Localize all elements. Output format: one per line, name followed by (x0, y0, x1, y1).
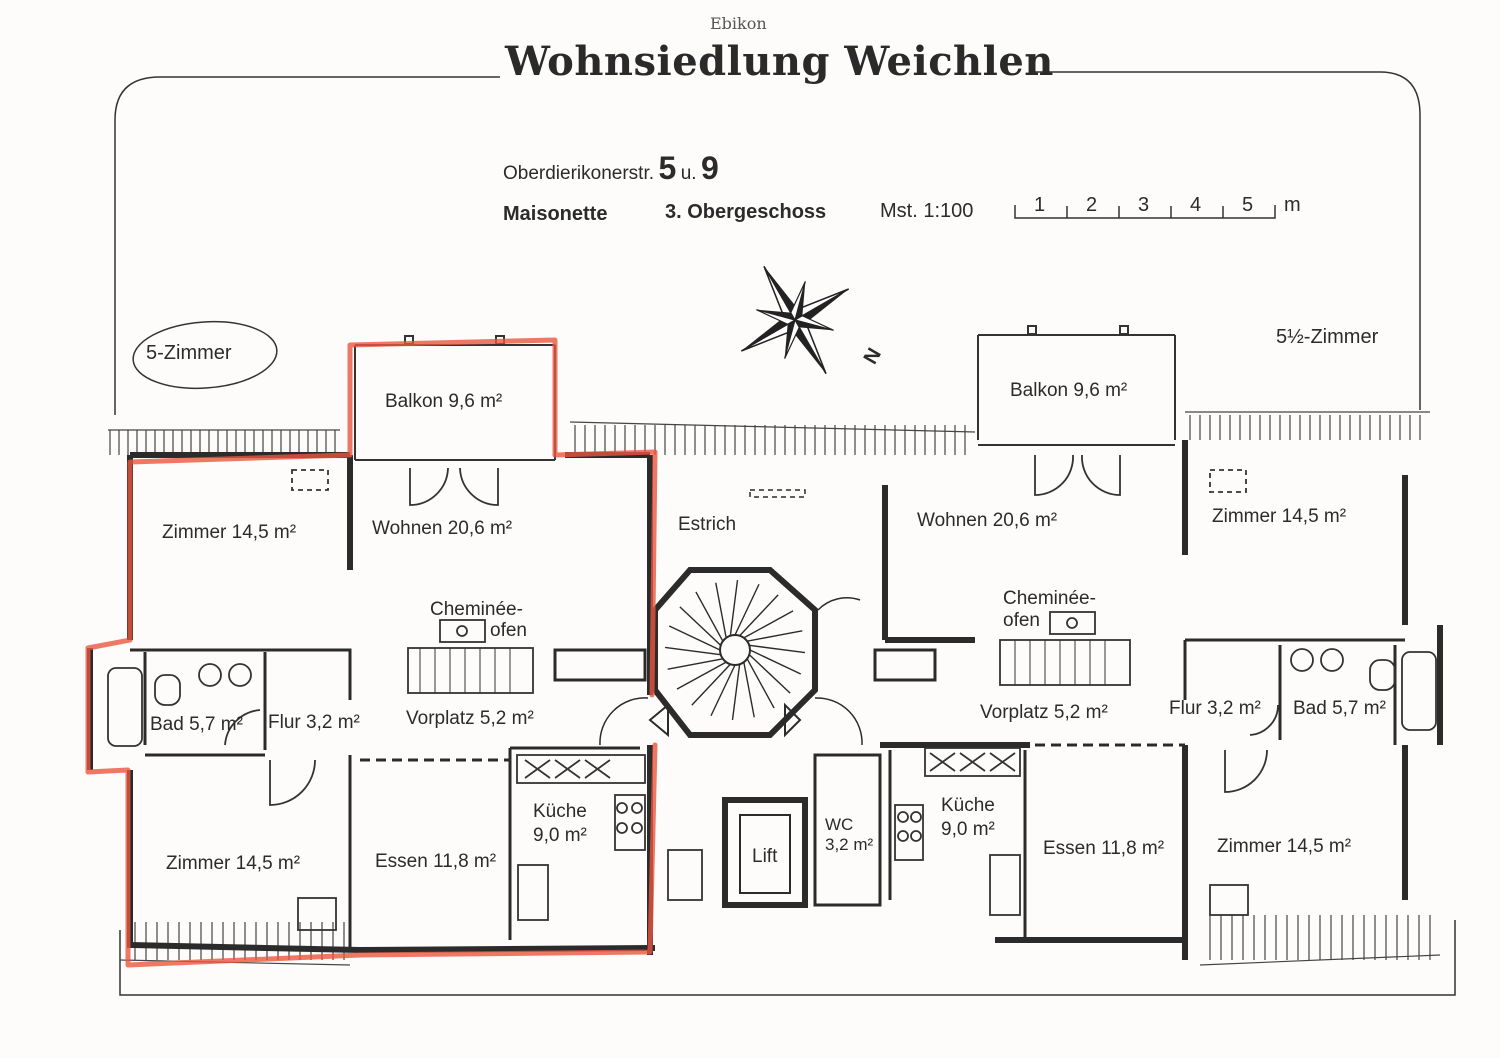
center-core (599, 489, 882, 908)
apartment-label-ellipse (132, 320, 278, 390)
stair-tread (664, 646, 721, 656)
stair-tread (746, 658, 775, 709)
scale-tick-3: 3 (1138, 194, 1150, 216)
room-vorplatz-left: Vorplatz 5,2 m² (406, 708, 534, 729)
room-lift: Lift (752, 846, 778, 867)
stair-tread (743, 662, 755, 718)
stair-tread (743, 610, 794, 639)
room-essen-right: Essen 11,8 m² (1043, 838, 1165, 859)
room-flur-left: Flur 3,2 m² (268, 712, 360, 733)
label-cheminee-left-1: Cheminée- (430, 599, 523, 620)
apartment-label-left: 5-Zimmer (146, 342, 232, 364)
floor-name: 3. Obergeschoss (665, 201, 827, 223)
stair-tread (739, 594, 779, 637)
room-zimmer-top-left: Zimmer 14,5 m² (162, 522, 297, 543)
room-kueche-right-1: Küche (941, 795, 995, 816)
room-bad-left: Bad 5,7 m² (150, 714, 243, 735)
room-flur-right: Flur 3,2 m² (1169, 698, 1261, 719)
top-cut-text: Ebikon (710, 14, 767, 33)
room-essen-left: Essen 11,8 m² (375, 851, 497, 872)
street-name: Oberdierikonerstr. (503, 163, 655, 184)
stair-tread (668, 625, 721, 651)
compass-rose (740, 265, 850, 375)
label-cheminee-right-1: Cheminée- (1003, 588, 1096, 609)
stair-tread (710, 664, 736, 717)
room-wohnen-right: Wohnen 20,6 m² (917, 510, 1058, 531)
room-zimmer-top-right: Zimmer 14,5 m² (1212, 506, 1347, 527)
room-zimmer-bottom-right: Zimmer 14,5 m² (1217, 836, 1352, 857)
apartment-label-right: 5½-Zimmer (1276, 326, 1379, 348)
unit-type: Maisonette (503, 203, 608, 225)
walls-right-unit (880, 440, 1443, 960)
street-address: Oberdierikonerstr. 5 u. 9 (503, 150, 719, 187)
stair-tread (676, 661, 727, 690)
scale-tick-5: 5 (1242, 194, 1254, 216)
fixtures (107, 454, 1437, 931)
stair-tread (747, 630, 803, 642)
house-number-connector: u. (680, 163, 697, 184)
stair-tread (749, 644, 806, 654)
stair-tread (748, 654, 791, 694)
house-number-b: 9 (701, 150, 719, 186)
scale-tick-1: 1 (1034, 194, 1046, 216)
room-wc-1: WC (825, 815, 854, 834)
scale-bar (1014, 205, 1276, 219)
stair-tread (679, 606, 722, 646)
page-title: Wohnsiedlung Weichlen (505, 38, 1054, 85)
room-kueche-left-1: Küche (533, 801, 587, 822)
scale-tick-2: 2 (1086, 194, 1098, 216)
unit-highlight-outline (85, 337, 658, 968)
house-number-a: 5 (658, 150, 677, 186)
room-kueche-right-2: 9,0 m² (941, 819, 995, 840)
balcony-right (977, 325, 1176, 446)
interior-walls-left (130, 648, 647, 948)
room-estrich: Estrich (678, 514, 737, 535)
room-balkon-left: Balkon 9,6 m² (385, 391, 503, 412)
roof-hatching (108, 411, 1441, 966)
interior-walls-right (873, 638, 1405, 940)
stair-tread (691, 663, 731, 706)
room-vorplatz-right: Vorplatz 5,2 m² (980, 702, 1108, 723)
stair-tread (729, 579, 739, 636)
room-wc-2: 3,2 m² (825, 835, 874, 854)
room-bad-right: Bad 5,7 m² (1293, 698, 1386, 719)
room-wohnen-left: Wohnen 20,6 m² (372, 518, 513, 539)
room-zimmer-bottom-left: Zimmer 14,5 m² (166, 853, 301, 874)
room-kueche-left-2: 9,0 m² (533, 825, 587, 846)
scale-label: Mst. 1:100 (880, 200, 974, 222)
label-cheminee-left-2: ofen (490, 620, 527, 641)
stair-tread (715, 582, 727, 638)
label-cheminee-right-2: ofen (1003, 610, 1040, 631)
stair-tread (667, 658, 723, 670)
scale-tick-4: 4 (1190, 194, 1202, 216)
stair-tread (749, 649, 802, 675)
page-frame (114, 71, 1456, 996)
scale-unit: m (1284, 194, 1301, 216)
room-balkon-right: Balkon 9,6 m² (1010, 380, 1128, 401)
stair-tread (731, 664, 741, 721)
stair-tread (734, 583, 760, 636)
stair-tread (695, 591, 724, 642)
